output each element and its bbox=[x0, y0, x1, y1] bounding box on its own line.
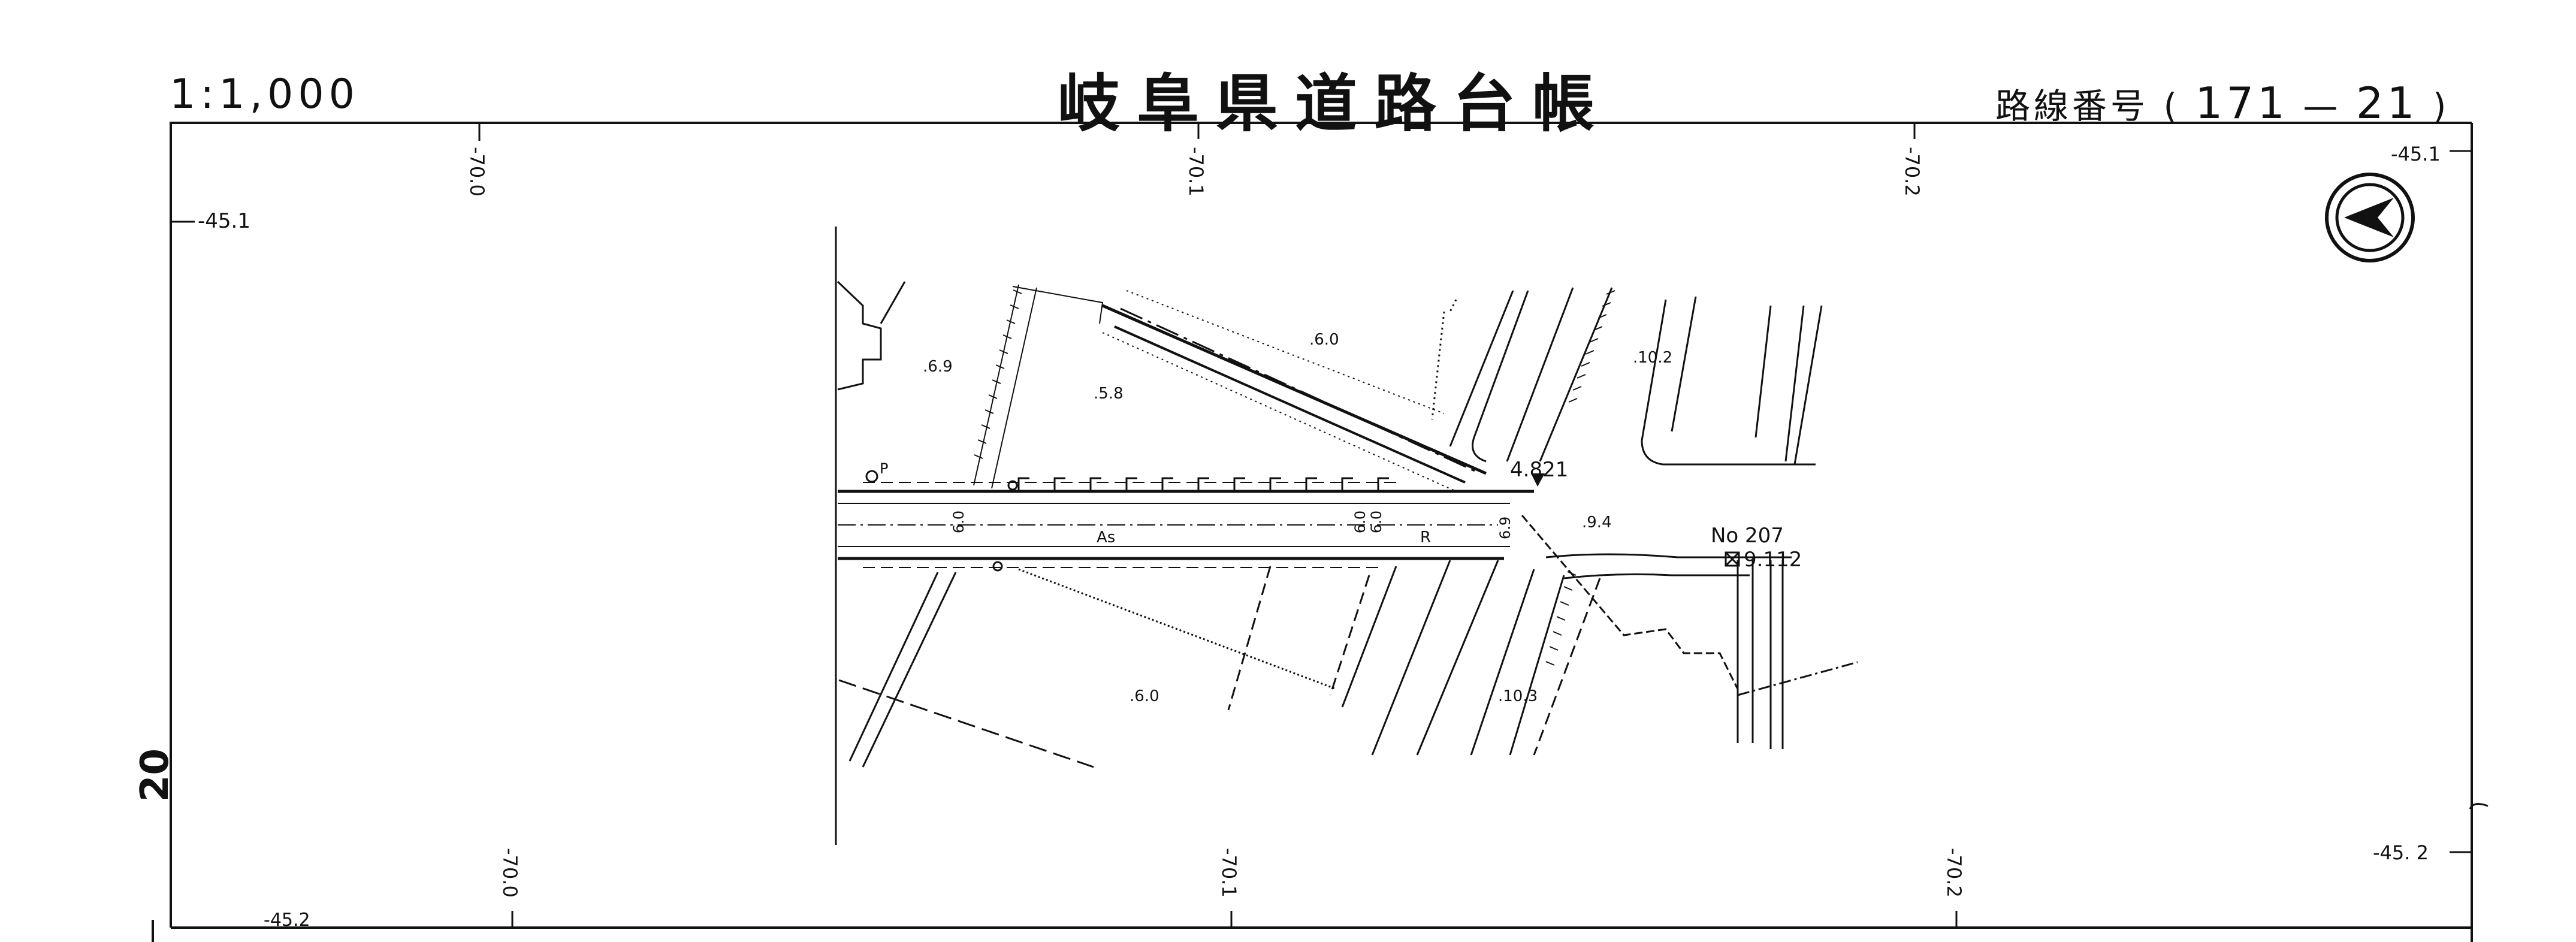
grid-label-lon: -70.1 bbox=[1185, 147, 1207, 197]
grid-label-lon: -70.0 bbox=[499, 848, 521, 898]
route-number-label: 路線番号 bbox=[1995, 86, 2149, 126]
spot-elevation: .6.0 bbox=[1309, 331, 1339, 349]
grid-label-lon: -70.0 bbox=[466, 147, 488, 197]
road-width-dimension: 6.9 bbox=[1497, 517, 1514, 539]
route-paren-open: ( bbox=[2163, 86, 2181, 126]
grid-label-lat: -45.2 bbox=[264, 910, 310, 931]
spot-elevation: .5.8 bbox=[1094, 385, 1124, 403]
route-number: 路線番号 ( 171 — 21 ) bbox=[1995, 78, 2450, 128]
route-paren-close: ) bbox=[2432, 86, 2450, 126]
route-number-primary: 171 bbox=[2195, 78, 2288, 128]
embankment-hatching bbox=[973, 284, 1337, 690]
spot-elevation: .9.4 bbox=[1582, 514, 1612, 532]
map-title: 岐阜県道路台帳 bbox=[1058, 67, 1612, 140]
road-surface-label: As bbox=[1097, 529, 1115, 547]
grid-label-lat: -45. 2 bbox=[2373, 841, 2429, 864]
map-scale: 1:1,000 bbox=[170, 71, 360, 118]
grid-label-lon: -70.2 bbox=[1901, 147, 1923, 197]
map-frame bbox=[152, 122, 2489, 942]
road-width-dimension: 6.0 bbox=[1352, 511, 1369, 533]
side-roads bbox=[1329, 287, 1823, 756]
main-road bbox=[838, 482, 1534, 568]
benchmark-value: 9.112 bbox=[1744, 548, 1802, 572]
road-width-dimension: 6.0 bbox=[1368, 511, 1385, 533]
grid-label-lat: -45.1 bbox=[2391, 143, 2441, 165]
benchmark-label: No 207 bbox=[1711, 524, 1784, 548]
lower-left-roads bbox=[838, 566, 1272, 768]
spot-elevation: .6.0 bbox=[1130, 687, 1159, 705]
benchmark-icon bbox=[1725, 551, 1740, 567]
survey-point bbox=[1531, 473, 1545, 487]
north-arrow-icon bbox=[2325, 173, 2415, 262]
route-number-secondary: 21 bbox=[2355, 78, 2418, 128]
spot-elevation: .6.9 bbox=[923, 358, 953, 376]
grid-label-lat: -45.1 bbox=[198, 209, 250, 233]
road-surface-label: R bbox=[1420, 529, 1431, 547]
junction bbox=[1521, 515, 1858, 749]
diagonal-road bbox=[1101, 290, 1487, 492]
spot-elevation: .10.3 bbox=[1498, 687, 1538, 705]
grid-ticks bbox=[171, 123, 2472, 929]
route-number-dash: — bbox=[2303, 86, 2342, 126]
road-surface-label: P bbox=[880, 460, 888, 477]
curb-symbols bbox=[865, 470, 1389, 572]
grid-label-lon: -70.1 bbox=[1218, 848, 1240, 898]
survey-point-value: 4.821 bbox=[1510, 458, 1568, 482]
road-width-dimension: 6.0 bbox=[950, 511, 967, 533]
spot-elevation: .10.2 bbox=[1633, 349, 1672, 367]
building-outline bbox=[836, 280, 906, 391]
grid-label-lon: -70.2 bbox=[1943, 848, 1965, 898]
